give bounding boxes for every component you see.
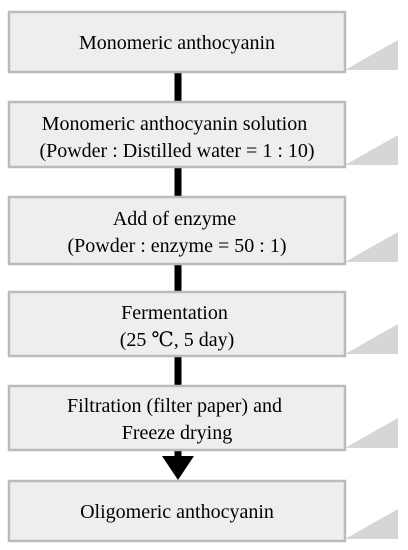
svg-text:Monomeric anthocyanin: Monomeric anthocyanin — [79, 32, 275, 54]
svg-text:Oligomeric anthocyanin: Oligomeric anthocyanin — [80, 501, 274, 523]
svg-text:Monomeric anthocyanin solution: Monomeric anthocyanin solution (Powder :… — [39, 113, 314, 162]
step-5-line-2: Freeze drying — [122, 422, 233, 444]
step-box — [7, 479, 347, 543]
svg-text:Add of enzyme (Powder :: Add of enzyme (Powder : enzyme = 50 : 1) — [67, 208, 286, 257]
connector-line-3 — [174, 264, 182, 292]
step-5-line-1: Filtration (filter paper) and — [67, 395, 282, 417]
flow-step-6: Oligomeric anthocyanin — [7, 479, 398, 543]
step-box — [7, 100, 347, 169]
step-shadow — [345, 509, 398, 539]
step-2-line-1: Monomeric anthocyanin solution — [42, 113, 308, 135]
step-shadow — [345, 40, 398, 70]
svg-text:Fermentation (25 ℃, 5 da: Fermentation (25 ℃, 5 day) — [120, 302, 235, 351]
flow-step-2: Monomeric anthocyanin solution (Powder :… — [7, 100, 398, 169]
step-3-line-1: Add of enzyme — [113, 208, 236, 230]
connector-line-1 — [174, 72, 182, 102]
step-1-line-1: Monomeric anthocyanin — [79, 32, 275, 54]
step-shadow — [345, 418, 398, 448]
flow-step-5: Filtration (filter paper) and Freeze dry… — [7, 384, 398, 452]
step-box — [7, 10, 347, 74]
step-box — [7, 384, 347, 452]
connector-line-4 — [174, 356, 182, 386]
step-box — [7, 195, 347, 266]
connectors — [162, 72, 194, 480]
step-2-line-2: (Powder : Distilled water = 1 : 10) — [39, 140, 314, 162]
step-4-line-1: Fermentation — [121, 302, 228, 324]
step-shadow — [345, 324, 398, 354]
step-shadow — [345, 232, 398, 262]
step-6-line-1: Oligomeric anthocyanin — [80, 501, 274, 523]
step-shadow — [345, 135, 398, 165]
connector-line-2 — [174, 167, 182, 197]
step-4-line-2: (25 ℃, 5 day) — [120, 329, 235, 351]
step-3-line-2: (Powder : enzyme = 50 : 1) — [67, 235, 286, 257]
svg-text:Filtration (filter paper) and: Filtration (filter paper) and Freeze dry… — [67, 395, 287, 444]
connector-line-5 — [174, 450, 182, 458]
arrowhead-down-icon — [162, 456, 194, 480]
flow-step-1: Monomeric anthocyanin — [7, 10, 398, 74]
flow-step-3: Add of enzyme (Powder : enzyme = 50 : 1) — [7, 195, 398, 266]
step-box — [7, 290, 347, 358]
flow-step-4: Fermentation (25 ℃, 5 day) — [7, 290, 398, 358]
